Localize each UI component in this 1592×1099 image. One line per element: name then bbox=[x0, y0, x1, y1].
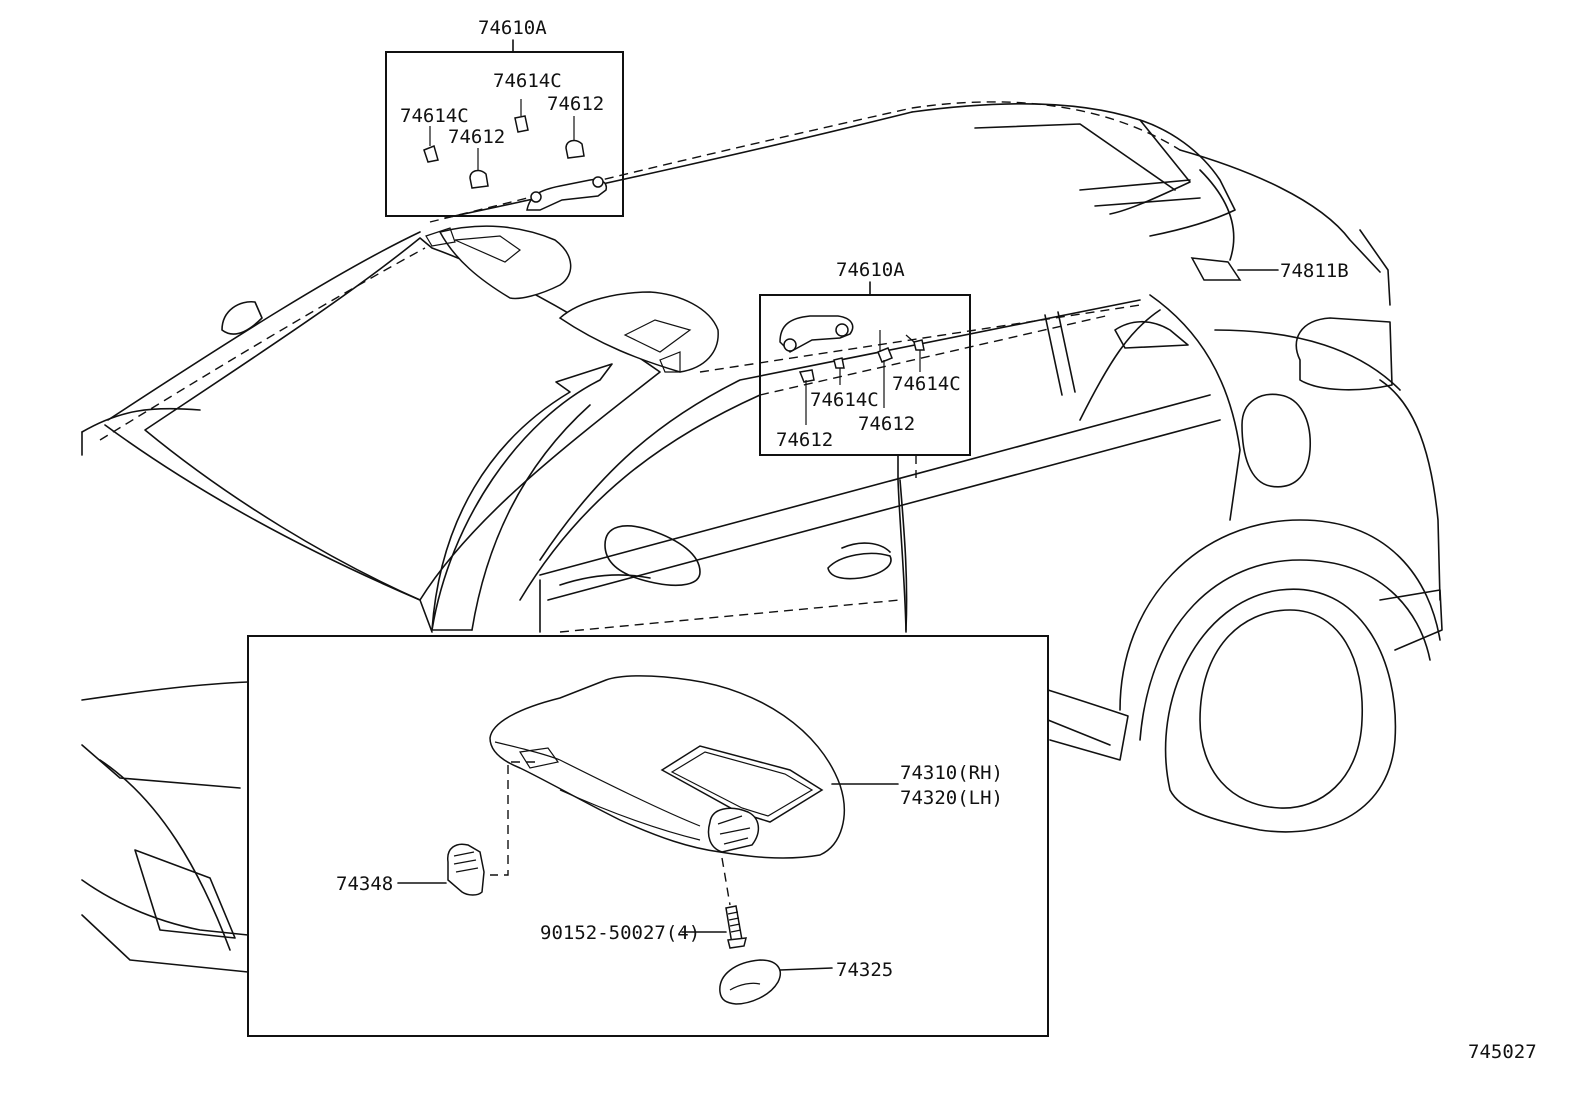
cover-icon bbox=[719, 959, 781, 1005]
clip-icon bbox=[913, 339, 925, 372]
holder-icon bbox=[565, 116, 585, 159]
label-74614c-b: 74614C bbox=[493, 70, 562, 92]
detail-box bbox=[247, 635, 1049, 1037]
label-74310-rh: 74310(RH) bbox=[900, 762, 1003, 784]
label-74320-lh: 74320(LH) bbox=[900, 787, 1003, 809]
sun-visor-left-on-car bbox=[425, 225, 572, 300]
car-body-outline bbox=[81, 101, 1443, 973]
visor-holder-icon bbox=[447, 843, 485, 896]
label-74612-b: 74612 bbox=[547, 93, 604, 115]
label-74325: 74325 bbox=[836, 959, 893, 981]
label-74614c-c: 74614C bbox=[810, 389, 879, 411]
label-screw: 90152-50027(4) bbox=[540, 922, 700, 944]
label-74612-a: 74612 bbox=[448, 126, 505, 148]
clip-icon bbox=[833, 357, 845, 385]
label-74811b: 74811B bbox=[1280, 260, 1349, 282]
holder-icon bbox=[798, 369, 815, 425]
figure-number: 745027 bbox=[1468, 1041, 1537, 1063]
label-74612-c: 74612 bbox=[776, 429, 833, 451]
label-74612-d: 74612 bbox=[858, 413, 915, 435]
assy-box-right bbox=[759, 281, 971, 633]
holder-icon bbox=[877, 347, 893, 408]
clip-icon bbox=[514, 99, 529, 133]
label-74610a-top: 74610A bbox=[478, 17, 547, 39]
clip-icon bbox=[423, 144, 439, 163]
part-labels: 74610A 74614C 74612 74614C 74612 74610A … bbox=[336, 17, 1537, 1063]
sun-visor-right-on-car bbox=[558, 291, 719, 373]
rear-lamp-part bbox=[1190, 257, 1279, 281]
label-74610a-right: 74610A bbox=[836, 259, 905, 281]
holder-icon bbox=[469, 148, 489, 189]
label-74348: 74348 bbox=[336, 873, 393, 895]
screw-icon bbox=[725, 905, 747, 949]
assy-box-top-left bbox=[385, 39, 624, 217]
label-74614c-d: 74614C bbox=[892, 373, 961, 395]
label-74614c-a: 74614C bbox=[400, 105, 469, 127]
